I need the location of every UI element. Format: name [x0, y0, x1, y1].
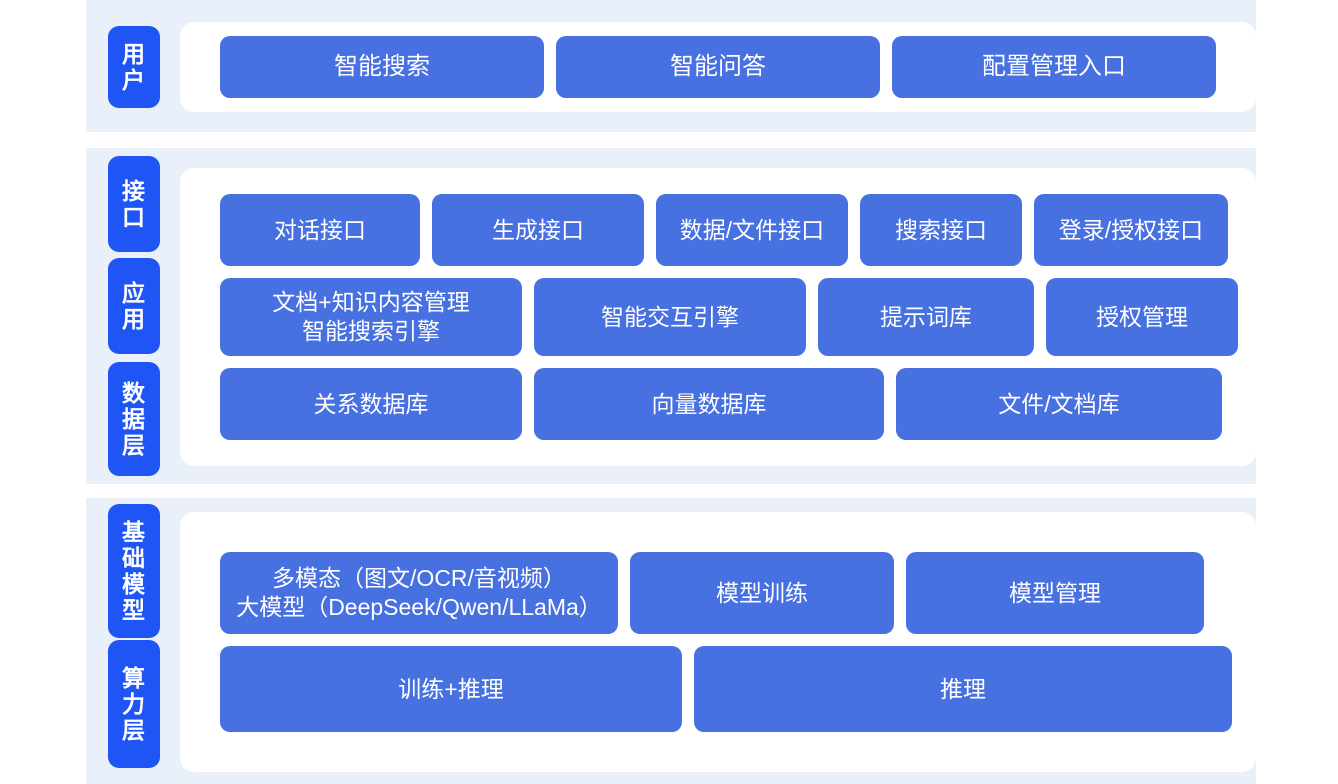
- chip-row-interface-2[interactable]: 数据/文件接口: [656, 194, 848, 266]
- layer-tab-users-label: 用户: [122, 40, 146, 93]
- row-compute-layer: 训练+推理推理: [180, 646, 1256, 732]
- layer-tab-data[interactable]: 数据层: [108, 362, 160, 476]
- layer-tab-application-label: 应用: [122, 279, 146, 332]
- panel-users: 智能搜索智能问答配置管理入口: [180, 22, 1256, 112]
- chip-row-interface-1[interactable]: 生成接口: [432, 194, 644, 266]
- chip-row-interface-0[interactable]: 对话接口: [220, 194, 420, 266]
- chip-row-application-1[interactable]: 智能交互引擎: [534, 278, 806, 356]
- layer-tab-foundation-model-label: 基础模型: [122, 518, 146, 624]
- chip-row-user-entries-2[interactable]: 配置管理入口: [892, 36, 1216, 98]
- chip-row-application-3[interactable]: 授权管理: [1046, 278, 1238, 356]
- layer-tab-application[interactable]: 应用: [108, 258, 160, 354]
- chip-row-application-0[interactable]: 文档+知识内容管理 智能搜索引擎: [220, 278, 522, 356]
- row-application: 文档+知识内容管理 智能搜索引擎智能交互引擎提示词库授权管理: [180, 278, 1256, 356]
- chip-row-user-entries-0[interactable]: 智能搜索: [220, 36, 544, 98]
- panel-bottom: 多模态（图文/OCR/音视频） 大模型（DeepSeek/Qwen/LLaMa）…: [180, 512, 1256, 772]
- layer-tab-compute[interactable]: 算力层: [108, 640, 160, 768]
- chip-row-data-layer-0[interactable]: 关系数据库: [220, 368, 522, 440]
- layer-tab-data-label: 数据层: [122, 379, 146, 459]
- chip-row-application-2[interactable]: 提示词库: [818, 278, 1034, 356]
- chip-row-interface-4[interactable]: 登录/授权接口: [1034, 194, 1228, 266]
- row-foundation-model: 多模态（图文/OCR/音视频） 大模型（DeepSeek/Qwen/LLaMa）…: [180, 552, 1256, 634]
- row-data-layer: 关系数据库向量数据库文件/文档库: [180, 368, 1256, 440]
- chip-row-compute-layer-0[interactable]: 训练+推理: [220, 646, 682, 732]
- chip-row-foundation-model-0[interactable]: 多模态（图文/OCR/音视频） 大模型（DeepSeek/Qwen/LLaMa）: [220, 552, 618, 634]
- panel-middle: 对话接口生成接口数据/文件接口搜索接口登录/授权接口 文档+知识内容管理 智能搜…: [180, 168, 1256, 466]
- chip-row-foundation-model-2[interactable]: 模型管理: [906, 552, 1204, 634]
- layer-tab-interface-label: 接口: [122, 177, 146, 230]
- chip-row-compute-layer-1[interactable]: 推理: [694, 646, 1232, 732]
- chip-row-interface-3[interactable]: 搜索接口: [860, 194, 1022, 266]
- chip-row-data-layer-2[interactable]: 文件/文档库: [896, 368, 1222, 440]
- chip-row-user-entries-1[interactable]: 智能问答: [556, 36, 880, 98]
- row-user-entries: 智能搜索智能问答配置管理入口: [180, 36, 1256, 98]
- chip-row-data-layer-1[interactable]: 向量数据库: [534, 368, 884, 440]
- layer-tab-foundation-model[interactable]: 基础模型: [108, 504, 160, 638]
- layer-tab-users[interactable]: 用户: [108, 26, 160, 108]
- chip-row-foundation-model-1[interactable]: 模型训练: [630, 552, 894, 634]
- row-interface: 对话接口生成接口数据/文件接口搜索接口登录/授权接口: [180, 194, 1256, 266]
- layer-tab-compute-label: 算力层: [122, 664, 146, 744]
- layer-tab-interface[interactable]: 接口: [108, 156, 160, 252]
